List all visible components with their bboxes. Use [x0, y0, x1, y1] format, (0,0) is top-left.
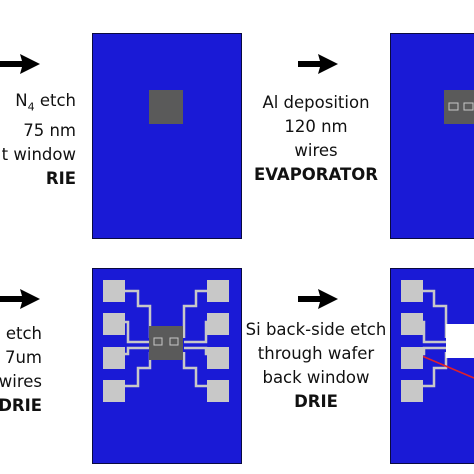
contact-pad	[207, 280, 229, 302]
contact-pads	[401, 280, 423, 402]
step-label-sin-etch: N4 etch 75 nm t window RIE	[2, 89, 76, 191]
step-label-al-deposition: Al deposition 120 nm wires EVAPORATOR	[242, 91, 390, 187]
step-label-si-etch: i etch 7um wires DRIE	[0, 322, 42, 418]
contact-pad	[103, 280, 125, 302]
contact-pad	[207, 347, 229, 369]
contact-pad	[401, 280, 423, 302]
wafer-substrate	[390, 33, 474, 239]
process-arrow-icon	[298, 54, 338, 74]
process-arrow-icon	[298, 289, 338, 309]
contact-pad	[103, 380, 125, 402]
step-line: t window	[1, 145, 76, 165]
wire-contact	[153, 337, 163, 346]
step-tool: EVAPORATOR	[254, 165, 378, 184]
contact-pad	[207, 313, 229, 335]
step-line: back window	[262, 368, 370, 387]
process-arrow-icon	[0, 54, 40, 74]
contact-pad	[401, 347, 423, 369]
step-label-si-backside-etch: Si back-side etch through wafer back win…	[238, 318, 394, 414]
step-tool: RIE	[45, 169, 76, 189]
nitride-window	[149, 90, 183, 124]
nitride-window	[149, 326, 183, 360]
step-line: through wafer	[257, 344, 375, 363]
process-arrow-icon	[0, 289, 40, 309]
step-line: 75 nm	[23, 121, 76, 141]
step-tool: DRIE	[294, 392, 338, 411]
wire-contact	[463, 102, 474, 111]
contact-pad	[401, 380, 423, 402]
step-line: Al deposition	[262, 93, 370, 112]
step-tool: DRIE	[0, 396, 42, 415]
contact-pad	[103, 313, 125, 335]
contact-pad	[207, 380, 229, 402]
wafer-panel-pads-wires	[92, 268, 242, 464]
step-line: wires	[294, 141, 338, 160]
step-line: N4 etch	[15, 91, 76, 114]
step-line: 7um	[4, 348, 42, 367]
wafer-panel-nitride-window	[92, 33, 242, 239]
wire-contact	[448, 102, 459, 111]
wire-contact	[169, 337, 179, 346]
contact-pads	[103, 280, 229, 402]
back-window	[446, 324, 474, 358]
contact-pad	[401, 313, 423, 335]
wafer-panel-wires	[390, 33, 474, 239]
contact-pad	[103, 347, 125, 369]
wafer-panel-back-window	[390, 268, 474, 464]
step-line: i etch	[0, 324, 42, 343]
cut-line	[421, 355, 474, 379]
wafer-substrate	[92, 33, 242, 239]
step-line: wires	[0, 372, 42, 391]
step-line: Si back-side etch	[245, 320, 387, 339]
step-line: 120 nm	[284, 117, 348, 136]
